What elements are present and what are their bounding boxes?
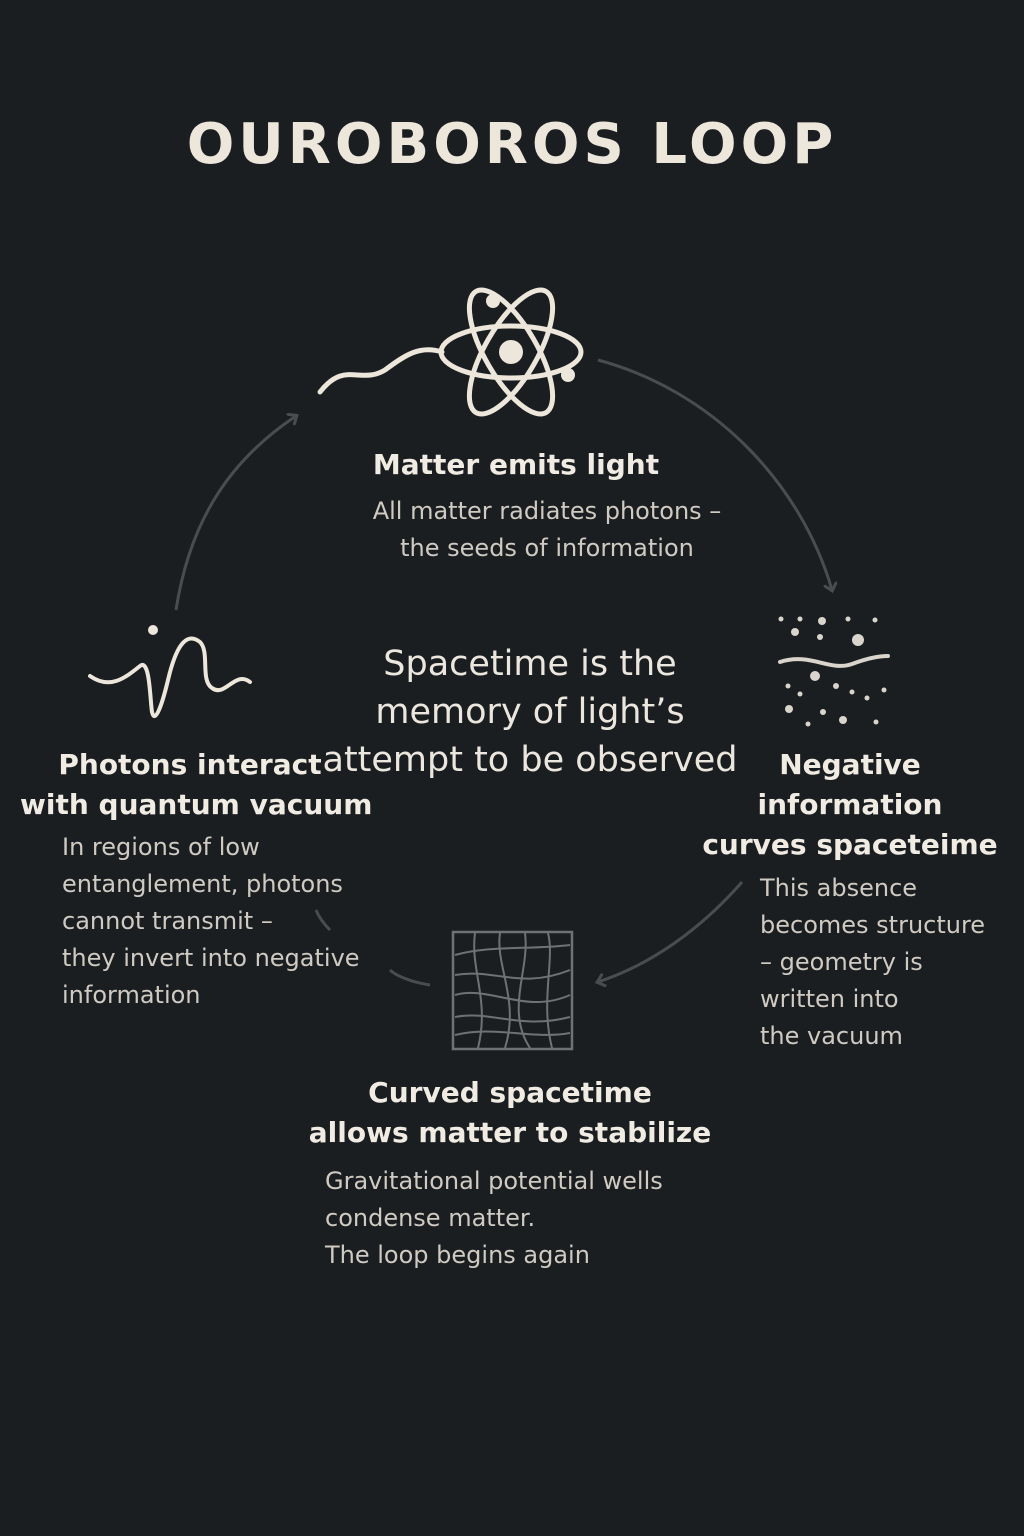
node-description-line: This absence	[760, 874, 918, 902]
node-description-line: information	[62, 981, 201, 1009]
node-title-line: information	[757, 788, 943, 821]
arrow-negative-to-curved	[598, 881, 744, 982]
node-description-line: they invert into negative	[62, 944, 360, 972]
node-title-line: Negative	[779, 748, 921, 781]
node-title-line: Photons interact	[58, 748, 322, 781]
arrow-curved-to-photons	[388, 968, 431, 987]
node-title-line: curves spaceteime	[702, 828, 998, 861]
node-title-line: allows matter to stabilize	[308, 1116, 712, 1149]
node-description-line: written into	[760, 985, 899, 1013]
node-description-line: Gravitational potential wells	[325, 1167, 663, 1195]
center-statement-line: attempt to be observed	[322, 740, 738, 780]
center-statement-line: memory of light’s	[375, 692, 685, 732]
node-title-line: with quantum vacuum	[20, 788, 373, 821]
page-title: OUROBOROS LOOP	[186, 112, 838, 177]
node-description-line: cannot transmit –	[62, 907, 273, 935]
arrow-curved-to-photons-tail	[314, 909, 332, 932]
node-description-line: condense matter.	[325, 1204, 536, 1232]
node-matter-title: Matter emits light	[0, 445, 1024, 485]
center-statement: Spacetime is the memory of light’s attem…	[300, 640, 760, 784]
node-description-line: entanglement, photons	[62, 870, 343, 898]
center-statement-line: Spacetime is the	[383, 644, 677, 684]
node-curved-description: Gravitational potential wells condense m…	[325, 1163, 745, 1274]
node-title-line: Matter emits light	[372, 448, 660, 481]
arrow-photons-to-matter	[174, 416, 296, 611]
node-curved-title: Curved spacetime allows matter to stabil…	[300, 1073, 720, 1153]
node-photons-title: Photons interact with quantum vacuum	[20, 745, 373, 825]
node-description-line: the seeds of information	[400, 534, 694, 562]
node-description-line: becomes structure	[760, 911, 986, 939]
node-description-line: All matter radiates photons –	[372, 497, 722, 525]
node-matter-description: All matter radiates photons – the seeds …	[0, 493, 1024, 567]
node-description-line: In regions of low	[62, 833, 260, 861]
node-negative-info-title: Negative information curves spaceteime	[700, 745, 1000, 865]
node-description-line: The loop begins again	[325, 1241, 590, 1269]
node-negative-info-description: This absence becomes structure – geometr…	[760, 870, 1020, 1055]
arrow-matter-to-negative	[597, 358, 832, 590]
node-photons-description: In regions of low entanglement, photons …	[62, 829, 382, 1014]
node-title-line: Curved spacetime	[368, 1076, 652, 1109]
node-description-line: – geometry is	[760, 948, 923, 976]
node-description-line: the vacuum	[760, 1022, 903, 1050]
